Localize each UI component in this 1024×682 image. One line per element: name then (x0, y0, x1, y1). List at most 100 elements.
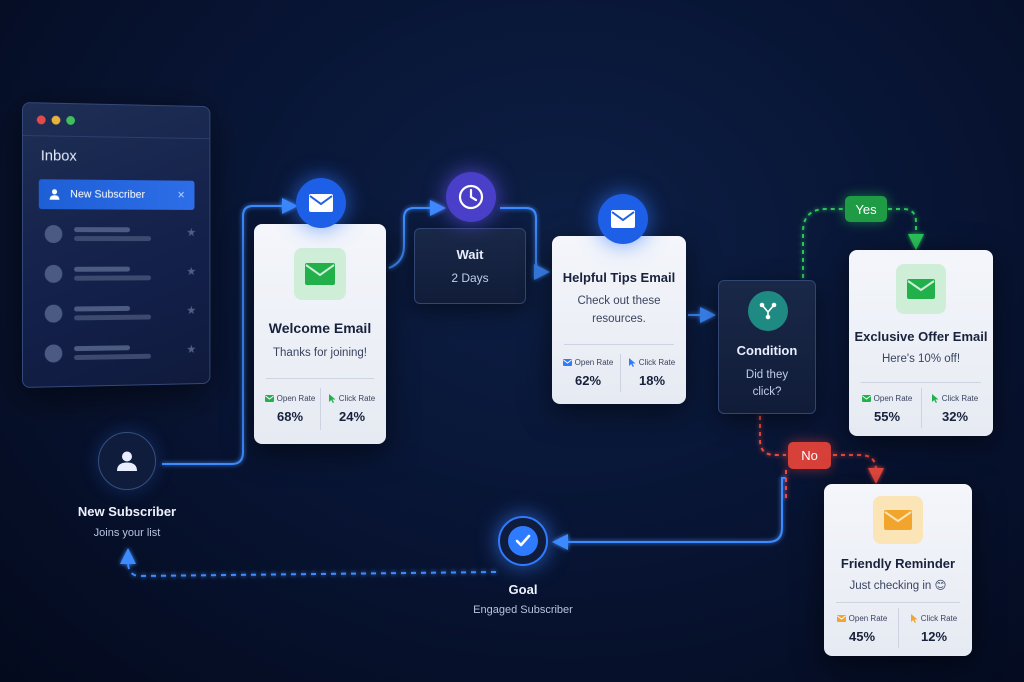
open-rate-value: 45% (848, 629, 876, 644)
connector-goal-subscriber (120, 548, 497, 578)
email-icon-tile (896, 264, 946, 314)
inbox-window: Inbox New Subscriber ✕ ★ ★ ★ ★ (22, 102, 211, 388)
clock-icon (458, 184, 484, 210)
click-rate-value: 32% (941, 409, 969, 424)
connector-yes (802, 208, 916, 278)
condition-box[interactable]: Condition Did they click? (718, 280, 816, 414)
click-rate-stat: Click Rate 32% (925, 394, 985, 424)
divider (861, 382, 981, 383)
divider (836, 602, 960, 603)
star-icon[interactable]: ★ (186, 264, 197, 279)
click-rate-stat: Click Rate 18% (622, 358, 682, 388)
email-icon-tile (294, 248, 346, 300)
goal-title: Goal (508, 582, 538, 597)
open-rate-value: 55% (873, 409, 901, 424)
divider (22, 135, 210, 140)
no-branch-label[interactable]: No (788, 442, 831, 469)
close-dot[interactable] (36, 115, 46, 125)
card-subtitle: Check out these resources. (577, 295, 661, 325)
card-title: Welcome Email (268, 320, 372, 336)
list-item[interactable]: ★ (44, 340, 197, 364)
open-rate-value: 62% (574, 373, 602, 388)
connector-wait-helpful (500, 207, 550, 280)
card-subtitle: Just checking in 😊 (849, 580, 947, 592)
wait-title: Wait (456, 247, 484, 262)
click-rate-stat: Click Rate 24% (322, 394, 382, 424)
exclusive-offer-card[interactable]: Exclusive Offer Email Here's 10% off! Op… (849, 250, 993, 436)
check-circle-icon (508, 526, 538, 556)
star-icon[interactable]: ★ (186, 303, 197, 318)
avatar (44, 264, 63, 283)
cursor-icon (910, 614, 918, 623)
yes-branch-label[interactable]: Yes (845, 196, 887, 222)
avatar (44, 225, 63, 244)
envelope-icon (305, 263, 335, 285)
inbox-title: Inbox (40, 147, 77, 165)
divider (898, 608, 899, 648)
open-rate-stat: Open Rate 68% (260, 394, 320, 424)
envelope-icon (611, 210, 635, 228)
wait-box[interactable]: Wait 2 Days (414, 228, 526, 304)
connector-reminder-goal (552, 477, 786, 550)
open-rate-value: 68% (276, 409, 304, 424)
list-item[interactable]: ★ (44, 223, 197, 245)
user-icon (117, 451, 137, 471)
maximize-dot[interactable] (66, 115, 76, 126)
condition-title: Condition (736, 343, 798, 358)
close-icon[interactable]: ✕ (177, 189, 186, 201)
click-rate-stat: Click Rate 12% (904, 614, 964, 644)
card-subtitle: Thanks for joining! (273, 347, 367, 359)
divider (266, 378, 374, 379)
star-icon[interactable]: ★ (186, 225, 197, 240)
connector-subscriber-welcome (162, 198, 298, 465)
window-controls (36, 115, 76, 126)
open-rate-stat: Open Rate 55% (857, 394, 917, 424)
new-subscriber-title: New Subscriber (77, 504, 177, 519)
divider (620, 354, 621, 392)
cursor-icon (931, 394, 939, 403)
divider (921, 388, 922, 428)
connector-no (759, 416, 876, 480)
welcome-email-card[interactable]: Welcome Email Thanks for joining! Open R… (254, 224, 386, 444)
list-item[interactable]: ★ (44, 263, 197, 285)
card-title: Helpful Tips Email (562, 270, 676, 285)
goal-subtitle: Engaged Subscriber (473, 604, 573, 616)
inbox-item-new-subscriber[interactable]: New Subscriber ✕ (38, 179, 195, 210)
click-rate-value: 24% (338, 409, 366, 424)
envelope-icon (562, 359, 572, 366)
star-icon[interactable]: ★ (186, 342, 197, 357)
welcome-email-badge (296, 178, 346, 228)
user-icon (49, 189, 60, 200)
card-title: Friendly Reminder (840, 556, 956, 571)
list-item[interactable]: ★ (44, 301, 197, 324)
helpful-tips-badge (598, 194, 648, 244)
email-icon-tile (873, 496, 923, 544)
connector-welcome-wait (388, 200, 446, 269)
helpful-tips-card[interactable]: Helpful Tips Email Check out these resou… (552, 236, 686, 404)
inbox-item-label: New Subscriber (70, 188, 145, 201)
new-subscriber-node[interactable] (98, 432, 156, 490)
friendly-reminder-card[interactable]: Friendly Reminder Just checking in 😊 Ope… (824, 484, 972, 656)
divider (320, 388, 321, 430)
card-subtitle: Here's 10% off! (881, 353, 961, 365)
divider (564, 344, 674, 345)
avatar (44, 344, 63, 363)
envelope-icon (907, 279, 935, 299)
wait-badge (446, 172, 496, 222)
branch-icon-circle (748, 291, 788, 331)
open-rate-stat: Open Rate 62% (558, 358, 618, 388)
click-rate-value: 18% (638, 373, 666, 388)
minimize-dot[interactable] (51, 115, 61, 125)
goal-node[interactable] (498, 516, 548, 566)
condition-question: Did they click? (745, 369, 789, 398)
card-title: Exclusive Offer Email (854, 329, 988, 344)
cursor-icon (628, 358, 636, 367)
branch-icon (759, 302, 777, 320)
envelope-icon (264, 395, 274, 402)
envelope-icon (884, 510, 912, 530)
envelope-icon (836, 615, 846, 622)
cursor-icon (328, 394, 336, 403)
envelope-icon (861, 395, 871, 402)
wait-duration: 2 Days (451, 271, 489, 285)
